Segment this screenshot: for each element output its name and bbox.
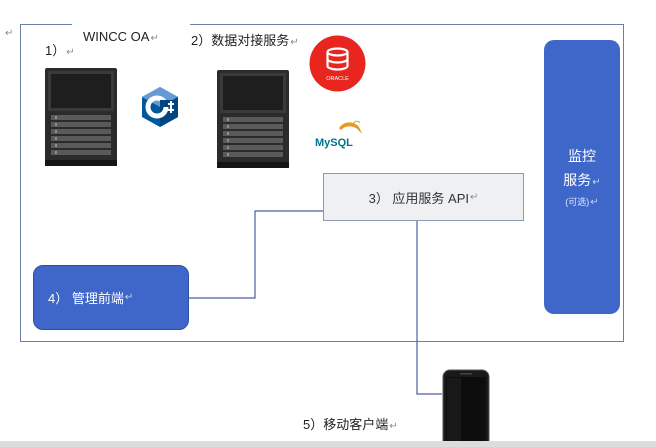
admin-frontend-box: 4） 管理前端↵ — [33, 265, 189, 330]
monitor-optional-note-text: (可选) — [565, 197, 590, 207]
monitoring-service-text: 监控 服务↵ (可选)↵ — [544, 144, 620, 210]
frame-title-gap — [72, 20, 190, 30]
mobile-phone-icon — [442, 369, 490, 447]
paragraph-mark: ↵ — [5, 28, 14, 39]
paragraph-mark: ↵ — [590, 197, 599, 208]
data-service-label: 2）数据对接服务↵ — [191, 30, 299, 49]
wincc-oa-label: WINCC OA↵ — [83, 29, 159, 44]
oracle-database-icon: ORACLE — [309, 35, 366, 92]
monitoring-service-box: 监控 服务↵ (可选)↵ — [544, 40, 620, 314]
paragraph-mark: ↵ — [150, 33, 159, 44]
cpp-logo-icon — [142, 87, 178, 127]
connector-api-to-mobile — [416, 221, 442, 395]
paragraph-mark: ↵ — [470, 191, 479, 203]
paragraph-mark: ↵ — [290, 37, 299, 48]
mysql-logo-icon: MySQL — [315, 120, 363, 149]
connector-admin-to-api — [189, 210, 323, 299]
system-boundary-frame — [20, 24, 624, 342]
paragraph-mark: ↵ — [124, 292, 134, 303]
data-service-label-text: 2）数据对接服务 — [191, 33, 290, 48]
server-icon — [217, 70, 289, 168]
server-icon — [45, 68, 117, 166]
mysql-logo-text: MySQL — [315, 137, 353, 149]
admin-label: 4） 管理前端 — [48, 291, 124, 306]
monitor-line1: 监控 — [568, 148, 596, 164]
step1-label-text: 1） — [45, 43, 66, 58]
step1-label: 1）↵ — [45, 40, 75, 59]
monitor-line2-text: 服务 — [563, 172, 592, 188]
oracle-logo-text: ORACLE — [326, 76, 349, 82]
mobile-client-label: 5）移动客户端↵ — [303, 414, 398, 433]
monitor-line2: 服务↵ — [544, 168, 620, 195]
mobile-client-label-text: 5）移动客户端 — [303, 417, 389, 432]
paragraph-mark: ↵ — [66, 47, 75, 58]
wincc-oa-label-text: WINCC OA — [83, 29, 150, 44]
paragraph-mark: ↵ — [389, 421, 398, 432]
application-api-box: 3） 应用服务 API↵ — [323, 173, 524, 221]
api-label: 3） 应用服务 API — [368, 190, 470, 206]
bottom-scroll-bar — [0, 441, 656, 447]
monitor-optional-note: (可选)↵ — [544, 195, 620, 210]
paragraph-mark: ↵ — [592, 177, 601, 188]
